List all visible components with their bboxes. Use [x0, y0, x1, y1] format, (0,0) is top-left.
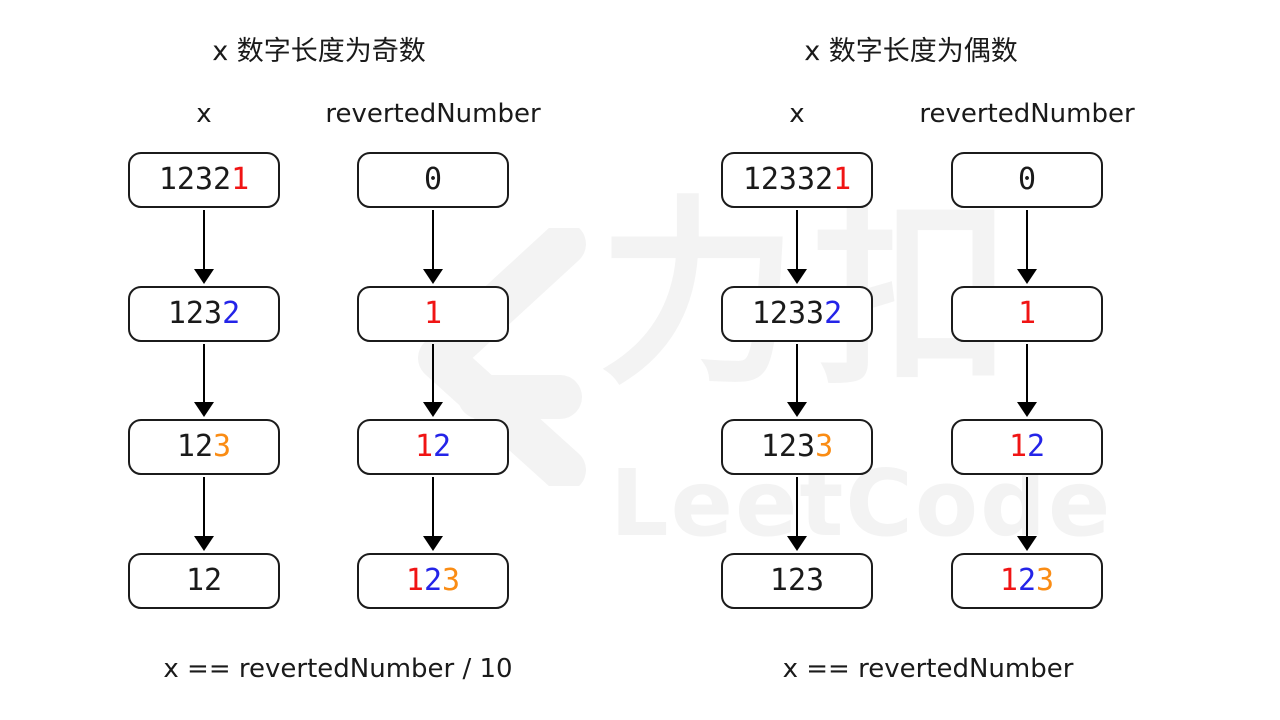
box-value: 123: [357, 553, 509, 609]
down-arrow-icon: [194, 344, 214, 417]
box-value: 12321: [128, 152, 280, 208]
section-title-odd: x 数字长度为奇数: [212, 36, 426, 67]
box-value: 1232: [128, 286, 280, 342]
column-header-x-right: x: [789, 99, 805, 129]
box-value: 123: [721, 553, 873, 609]
down-arrow-icon: [194, 210, 214, 284]
box-value: 1: [357, 286, 509, 342]
down-arrow-icon: [194, 477, 214, 551]
caption-odd-condition: x == revertedNumber / 10: [163, 654, 513, 684]
column-header-revertednumber-left: revertedNumber: [325, 99, 541, 129]
box-value: 123321: [721, 152, 873, 208]
box-value: 1233: [721, 419, 873, 475]
down-arrow-icon: [423, 210, 443, 284]
section-title-even: x 数字长度为偶数: [804, 36, 1018, 67]
box-value: 12: [951, 419, 1103, 475]
down-arrow-icon: [1017, 477, 1037, 551]
down-arrow-icon: [423, 477, 443, 551]
box-value: 123: [951, 553, 1103, 609]
column-header-x-left: x: [196, 99, 212, 129]
caption-even-condition: x == revertedNumber: [782, 654, 1074, 684]
box-value: 1: [951, 286, 1103, 342]
box-value: 12: [128, 553, 280, 609]
box-value: 12: [357, 419, 509, 475]
box-value: 123: [128, 419, 280, 475]
box-value: 0: [357, 152, 509, 208]
down-arrow-icon: [1017, 210, 1037, 284]
box-value: 0: [951, 152, 1103, 208]
down-arrow-icon: [787, 477, 807, 551]
down-arrow-icon: [423, 344, 443, 417]
leetcode-logo-icon: [418, 228, 586, 486]
down-arrow-icon: [1017, 344, 1037, 417]
box-value: 12332: [721, 286, 873, 342]
down-arrow-icon: [787, 344, 807, 417]
down-arrow-icon: [787, 210, 807, 284]
column-header-revertednumber-right: revertedNumber: [919, 99, 1135, 129]
